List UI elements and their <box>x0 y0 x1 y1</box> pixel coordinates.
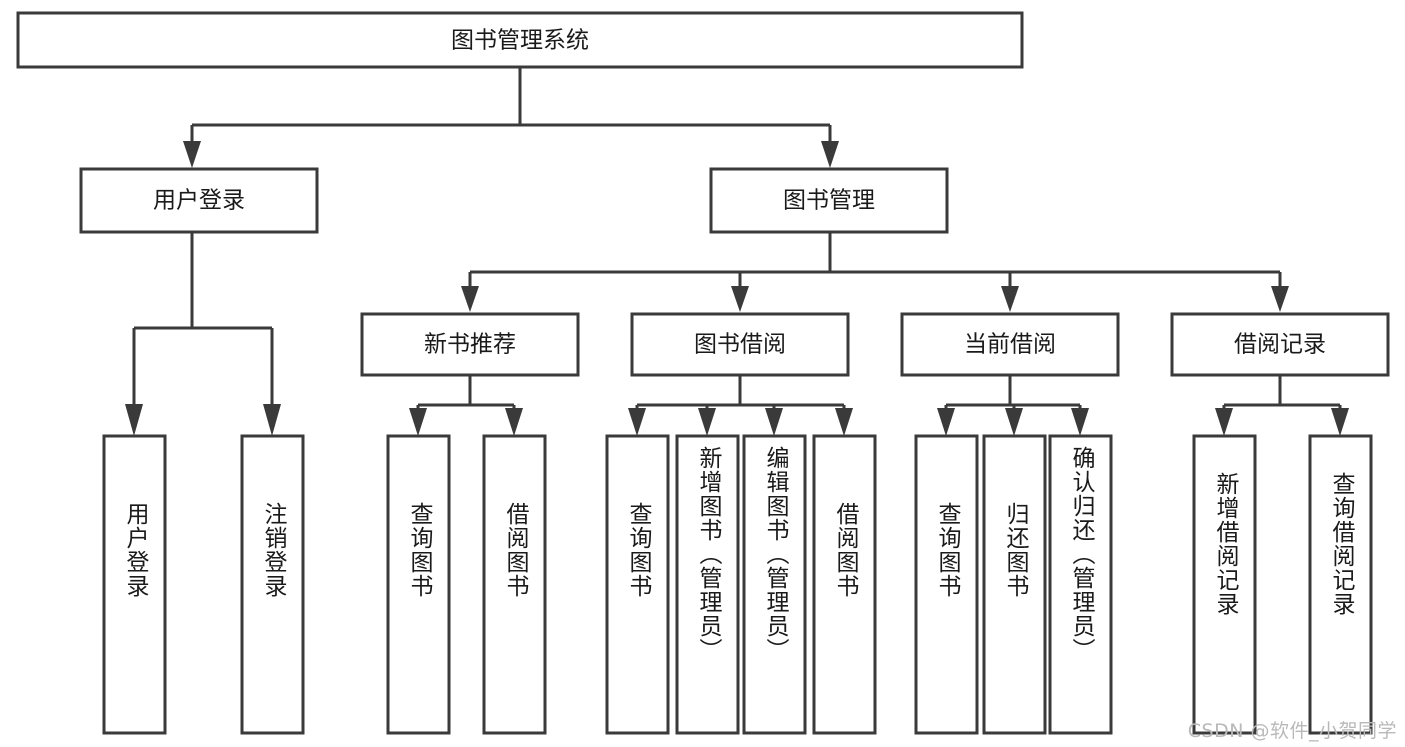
arrow-head-leaf-borrow-book-2 <box>835 408 853 436</box>
node-leaf-user-login[interactable] <box>102 434 167 735</box>
node-book-manage-label: 图书管理 <box>783 188 875 214</box>
node-leaf-query-book-2[interactable] <box>605 434 670 735</box>
arrow-head-leaf-user-logout <box>263 404 281 436</box>
node-leaf-edit-book[interactable] <box>742 434 807 735</box>
arrow-head-book-manage <box>821 141 839 168</box>
node-root[interactable] <box>16 11 1024 69</box>
connector-group-current-borrow <box>937 375 1089 436</box>
node-user-login-label: 用户登录 <box>153 188 245 214</box>
arrow-head-user-login <box>183 141 201 168</box>
arrow-head-leaf-query-book-1 <box>409 408 427 436</box>
node-user-login[interactable] <box>79 167 319 234</box>
arrow-head-leaf-query-book-3 <box>937 408 955 436</box>
node-leaf-confirm-return[interactable] <box>1048 434 1113 735</box>
node-leaf-borrow-book-1[interactable] <box>482 434 547 735</box>
arrow-head-leaf-add-record <box>1215 408 1233 436</box>
node-leaf-borrow-book-2[interactable] <box>812 434 877 735</box>
arrow-head-leaf-borrow-book-1 <box>505 408 523 436</box>
arrow-head-leaf-add-book <box>698 408 716 436</box>
connector-group-book-borrow <box>628 375 853 436</box>
arrow-head-leaf-confirm-return <box>1071 408 1089 436</box>
arrow-head-leaf-query-record <box>1331 408 1349 436</box>
node-leaf-add-record[interactable] <box>1192 434 1257 735</box>
node-new-book-recommend-label: 新书推荐 <box>424 332 516 358</box>
csdn-watermark: CSDN @软件_小贺同学 <box>1187 720 1397 742</box>
node-current-borrow-label: 当前借阅 <box>964 332 1056 358</box>
connector-group-new-book-recommend <box>409 375 523 436</box>
node-borrow-record-label: 借阅记录 <box>1234 332 1326 358</box>
arrow-head-leaf-user-login <box>125 404 143 436</box>
node-root-label: 图书管理系统 <box>451 28 589 54</box>
node-leaf-user-logout[interactable] <box>240 434 305 735</box>
connector-group-borrow-record <box>1215 375 1349 436</box>
node-book-borrow[interactable] <box>630 312 850 377</box>
node-book-manage[interactable] <box>709 167 949 234</box>
node-leaf-query-book-1[interactable] <box>386 434 451 735</box>
arrow-head-leaf-edit-book <box>765 408 783 436</box>
node-current-borrow[interactable] <box>900 312 1120 377</box>
arrow-head-leaf-return-book <box>1005 408 1023 436</box>
connector-group-book-manage <box>461 232 1289 312</box>
arrow-head-new-book-recommend <box>461 286 479 312</box>
node-leaf-add-book[interactable] <box>675 434 740 735</box>
node-leaf-query-record[interactable] <box>1308 434 1373 735</box>
node-book-borrow-label: 图书借阅 <box>694 332 786 358</box>
node-new-book-recommend[interactable] <box>360 312 580 377</box>
node-borrow-record[interactable] <box>1170 312 1390 377</box>
arrow-head-leaf-query-book-2 <box>628 408 646 436</box>
node-leaf-return-book[interactable] <box>982 434 1047 735</box>
arrow-head-borrow-record <box>1271 286 1289 312</box>
connector-group-user-login <box>125 232 281 436</box>
arrow-head-book-borrow <box>731 286 749 312</box>
connector-group-root <box>183 67 839 168</box>
arrow-head-current-borrow <box>1001 286 1019 312</box>
node-leaf-query-book-3[interactable] <box>914 434 979 735</box>
